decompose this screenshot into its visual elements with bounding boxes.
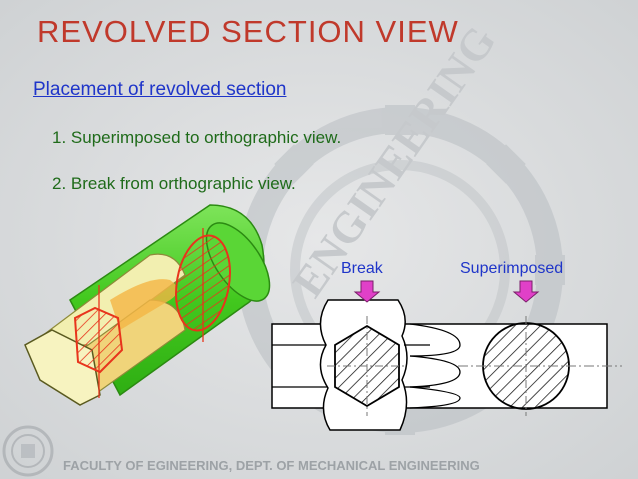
slide-title: REVOLVED SECTION VIEW (37, 14, 459, 49)
university-seal-icon (2, 425, 54, 477)
orthographic-view (271, 299, 622, 431)
shaft-pictorial (24, 204, 271, 406)
break-label: Break (341, 260, 383, 277)
superimposed-label: Superimposed (460, 260, 564, 277)
down-arrow-icon (353, 280, 381, 303)
list-item: 2. Break from orthographic view. (52, 174, 296, 193)
list-item: 1. Superimposed to orthographic view. (52, 128, 342, 147)
subtitle-link[interactable]: Placement of revolved section (33, 79, 287, 100)
down-arrow-icon (512, 280, 540, 303)
footer-text: FACULTY OF EGINEERING, DEPT. OF MECHANIC… (63, 458, 480, 473)
